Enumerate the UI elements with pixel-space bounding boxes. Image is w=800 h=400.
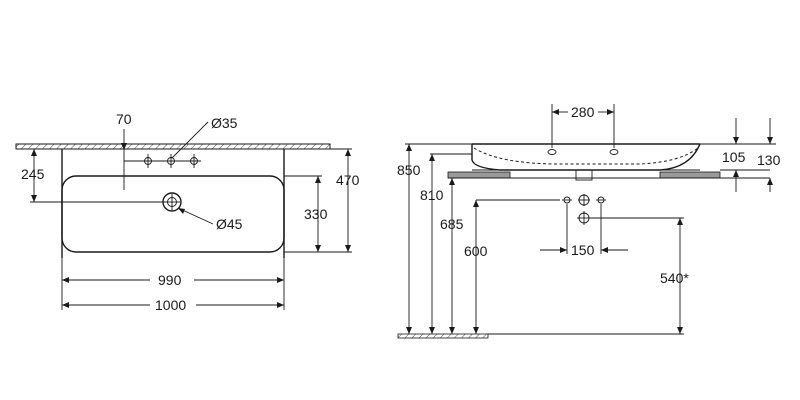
basin-profile	[471, 143, 701, 171]
dim-245: 245	[21, 166, 45, 182]
dim-280: 280	[571, 104, 595, 120]
dim-685: 685	[440, 216, 464, 232]
dim-diameter-35: Ø35	[211, 115, 238, 131]
dim-diameter-45: Ø45	[216, 216, 243, 232]
dim-1000: 1000	[155, 297, 186, 313]
dim-810: 810	[420, 187, 444, 203]
counter-left	[447, 171, 511, 179]
dim-600: 600	[464, 243, 488, 259]
floor-line	[397, 333, 489, 339]
dim-150: 150	[571, 242, 595, 258]
dim-470: 470	[336, 172, 360, 188]
connection-points	[562, 194, 606, 225]
tap-holes	[124, 154, 201, 168]
dim-105: 105	[722, 149, 746, 165]
side-view: 280 105 130 850 810 685	[397, 104, 781, 339]
dim-990: 990	[158, 272, 182, 288]
dim-70: 70	[116, 111, 132, 127]
basin-outline	[61, 149, 285, 258]
bowl-hidden-line	[473, 147, 699, 165]
dim-540: 540*	[660, 270, 689, 286]
counter-right	[659, 171, 721, 179]
bowl-outline	[61, 175, 285, 253]
dim-330: 330	[304, 206, 328, 222]
dim-130: 130	[757, 152, 781, 168]
slab-outline	[15, 143, 331, 150]
dim-850: 850	[397, 162, 421, 178]
plan-view: 70 Ø35 Ø45 245 470 330 990	[15, 111, 360, 313]
